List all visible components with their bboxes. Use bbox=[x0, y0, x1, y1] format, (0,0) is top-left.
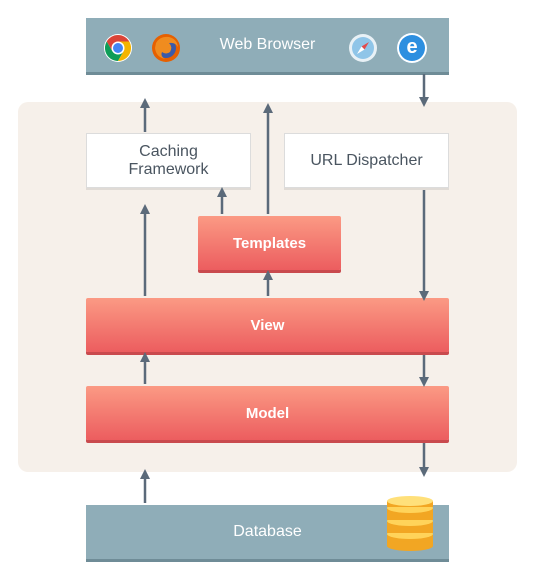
chrome-icon bbox=[103, 33, 133, 63]
caching-label-line2: Framework bbox=[128, 160, 209, 178]
database-icon bbox=[385, 494, 435, 552]
caching-framework-box: Caching Framework bbox=[86, 133, 251, 188]
database-label: Database bbox=[233, 523, 302, 540]
model-box: Model bbox=[86, 386, 449, 440]
url-dispatcher-box: URL Dispatcher bbox=[284, 133, 449, 188]
view-label: View bbox=[250, 316, 285, 334]
ie-glyph: e bbox=[406, 36, 418, 58]
web-browser-label: Web Browser bbox=[219, 36, 316, 53]
view-box: View bbox=[86, 298, 449, 352]
safari-icon bbox=[348, 33, 378, 63]
caching-label-line1: Caching bbox=[139, 142, 198, 160]
url-dispatcher-label: URL Dispatcher bbox=[310, 151, 423, 169]
internet-explorer-icon: e bbox=[397, 33, 427, 63]
templates-label: Templates bbox=[232, 234, 307, 252]
model-label: Model bbox=[245, 404, 290, 422]
firefox-icon bbox=[151, 33, 181, 63]
templates-box: Templates bbox=[198, 216, 341, 270]
web-browser-box: Web Browser bbox=[86, 18, 449, 72]
